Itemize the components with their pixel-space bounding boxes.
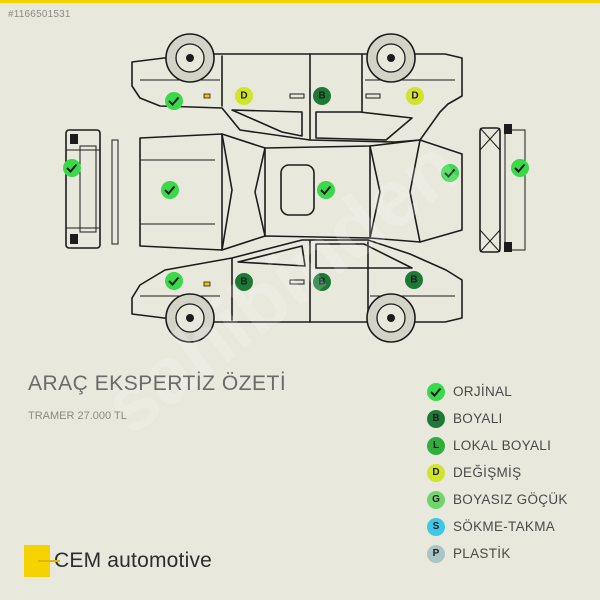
top-accent-bar (0, 0, 600, 3)
legend-item-lokal-boyali: L LOKAL BOYALI (427, 432, 599, 459)
letter-p-icon: P (427, 544, 445, 563)
svg-text:B: B (240, 277, 247, 288)
marker-hood (161, 181, 179, 199)
tramer-amount: TRAMER 27.000 TL (28, 410, 127, 422)
legend-label: ORJİNAL (453, 384, 513, 399)
marker-left-front-fender (165, 92, 183, 110)
legend-item-plastik: P PLASTİK (427, 540, 599, 567)
brand-name: CEM automotive (54, 549, 213, 572)
listing-id: #1166501531 (8, 9, 71, 20)
marker-right-rear-fender: B (405, 271, 423, 289)
check-icon (427, 382, 445, 401)
marker-roof (317, 181, 335, 199)
letter-l-icon: L (427, 436, 445, 455)
letter-d-icon: D (427, 463, 445, 482)
marker-rear-bumper (511, 159, 529, 177)
legend-item-boyali: B BOYALI (427, 405, 599, 432)
marker-right-front-fender (165, 272, 183, 290)
legend-label: PLASTİK (453, 546, 511, 561)
legend-item-boyasiz-gocuk: G BOYASIZ GÖÇÜK (427, 486, 599, 513)
left-side-view (131, 33, 463, 143)
marker-right-rear-door: B (313, 273, 331, 291)
legend-label: BOYASIZ GÖÇÜK (453, 492, 568, 507)
legend-label: SÖKME-TAKMA (453, 519, 556, 534)
top-view (139, 133, 463, 251)
legend-item-orijinal: ORJİNAL (427, 378, 599, 405)
legend-label: LOKAL BOYALI (453, 438, 552, 453)
legend: ORJİNAL B BOYALI L LOKAL BOYALI D DEĞİŞM… (427, 378, 599, 567)
brand-logo-icon (24, 545, 60, 577)
marker-front-bumper (63, 159, 81, 177)
letter-s-icon: S (427, 517, 445, 536)
page-title: ARAÇ EKSPERTİZ ÖZETİ (28, 372, 287, 395)
marker-left-rear-fender: D (406, 87, 424, 105)
svg-text:D: D (411, 91, 418, 102)
svg-text:D: D (240, 91, 247, 102)
marker-right-front-door: B (235, 273, 253, 291)
right-side-view (131, 239, 463, 343)
legend-label: BOYALI (453, 411, 503, 426)
letter-b-icon: B (427, 409, 445, 428)
marker-left-front-door: D (235, 87, 253, 105)
letter-g-icon: G (427, 490, 445, 509)
rear-bumper-view (479, 124, 526, 253)
marker-trunk-lid (441, 164, 459, 182)
front-bumper-view (65, 129, 119, 249)
legend-item-degismis: D DEĞİŞMİŞ (427, 459, 599, 486)
svg-text:B: B (318, 277, 325, 288)
car-diagram: D B D B B B (63, 33, 529, 343)
legend-item-sokme-takma: S SÖKME-TAKMA (427, 513, 599, 540)
legend-label: DEĞİŞMİŞ (453, 465, 522, 480)
svg-text:B: B (410, 275, 417, 286)
svg-text:B: B (318, 91, 325, 102)
brand: CEM automotive (24, 545, 212, 577)
marker-left-rear-door: B (313, 87, 331, 105)
